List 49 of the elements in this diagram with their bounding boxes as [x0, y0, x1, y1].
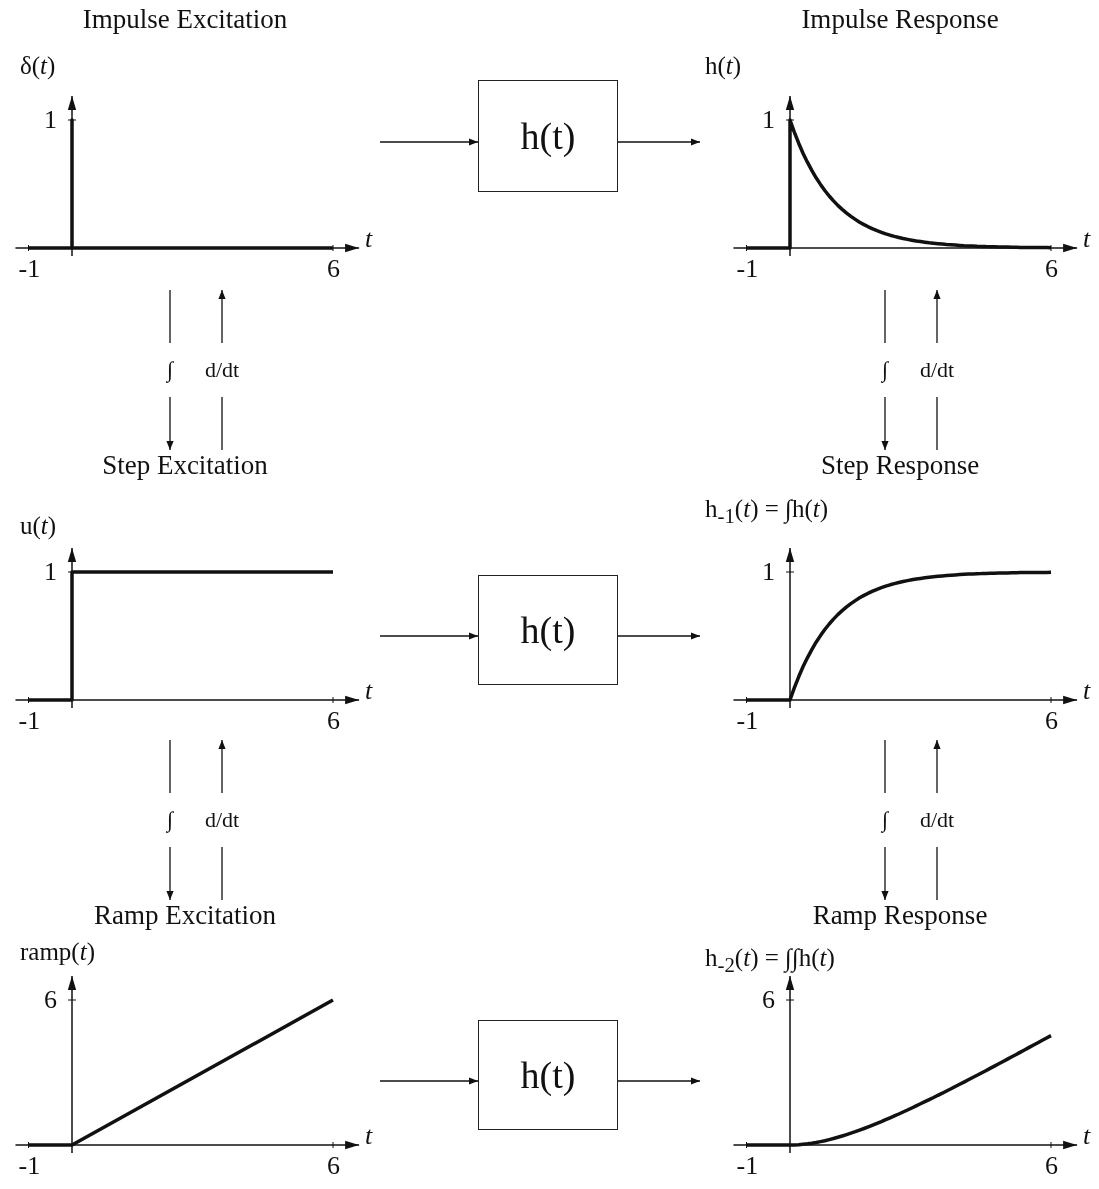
system-box: h(t) — [478, 1020, 618, 1130]
arrow — [379, 632, 479, 640]
tick-label: -1 — [18, 708, 41, 734]
tick-label: -1 — [18, 256, 41, 282]
edge-label: ∫ — [878, 793, 892, 847]
edge-label: ∫ — [163, 793, 177, 847]
system-box: h(t) — [478, 575, 618, 685]
tick-label: -1 — [736, 708, 759, 734]
axis-label: t — [1083, 226, 1091, 252]
axis-label: t — [1083, 678, 1091, 704]
tick-label: 1 — [762, 107, 775, 133]
tick-label: 6 — [1045, 708, 1058, 734]
axis-label: h(t) — [705, 52, 742, 80]
axis-label: ramp(t) — [20, 938, 95, 966]
tick-label: 6 — [327, 708, 340, 734]
arrow — [379, 1077, 479, 1085]
chart-title: Impulse Excitation — [82, 4, 288, 35]
tick-label: 1 — [762, 559, 775, 585]
system-box: h(t) — [478, 80, 618, 192]
edge-label: ∫ — [163, 343, 177, 397]
tick-label: 6 — [1045, 1153, 1058, 1179]
tick-label: -1 — [18, 1153, 41, 1179]
tick-label: 6 — [327, 256, 340, 282]
axis-label: h$_{-2}$(t) = ∫∫h(t) — [705, 944, 835, 978]
chart-title: Ramp Excitation — [93, 900, 277, 931]
axis-label: t — [365, 226, 373, 252]
axis-label: t — [365, 678, 373, 704]
chart-title: Step Response — [820, 450, 980, 481]
arrow — [617, 138, 701, 146]
arrow — [379, 138, 479, 146]
axis-label: t — [365, 1123, 373, 1149]
tick-label: 1 — [44, 559, 57, 585]
axis-label: h$_{-1}$(t) = ∫h(t) — [705, 495, 829, 529]
chart-title: Impulse Response — [801, 4, 999, 35]
arrow — [617, 632, 701, 640]
tick-label: -1 — [736, 1153, 759, 1179]
axis-label: t — [1083, 1123, 1091, 1149]
tick-label: 6 — [44, 987, 57, 1013]
arrow — [617, 1077, 701, 1085]
chart-title: Ramp Response — [812, 900, 988, 931]
axis-label: δ(t) — [20, 52, 56, 80]
edge-label: ∫ — [878, 343, 892, 397]
tick-label: 1 — [44, 107, 57, 133]
axis-label: u(t) — [20, 512, 57, 540]
tick-label: 6 — [1045, 256, 1058, 282]
chart-title: Step Excitation — [102, 450, 268, 481]
tick-label: -1 — [736, 256, 759, 282]
tick-label: 6 — [327, 1153, 340, 1179]
tick-label: 6 — [762, 987, 775, 1013]
